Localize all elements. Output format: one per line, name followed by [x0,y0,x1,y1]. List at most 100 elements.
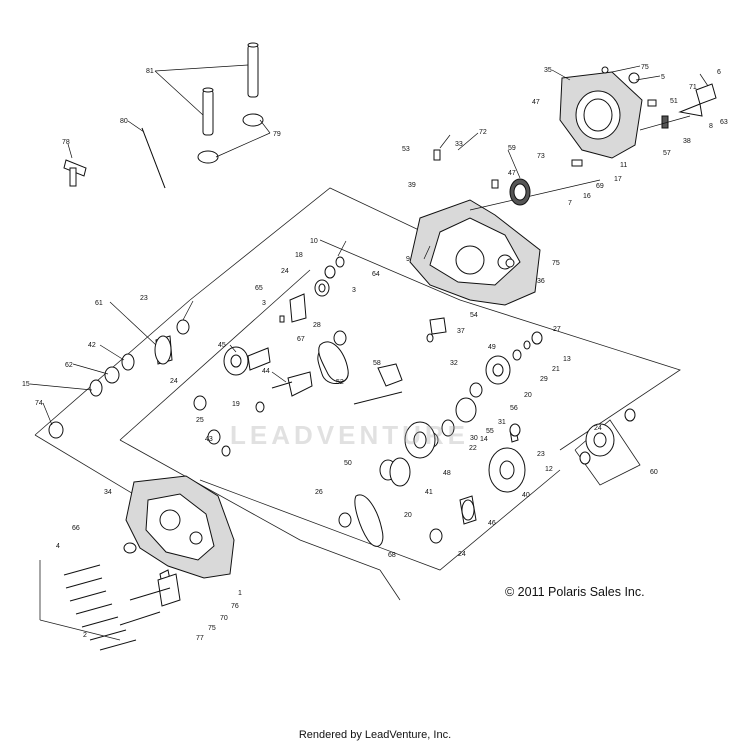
callout-61: 61 [95,300,103,307]
callout-46: 46 [488,520,496,527]
callout-31: 31 [498,419,506,426]
callout-47: 47 [532,99,540,106]
callout-25: 25 [196,417,204,424]
callout-38: 38 [683,138,691,145]
bolt-set [63,564,171,651]
callout-23: 23 [537,451,545,458]
callout-56: 56 [510,405,518,412]
callout-33: 33 [455,141,463,148]
callout-75: 75 [552,260,560,267]
callout-50: 50 [344,460,352,467]
callout-73: 73 [537,153,545,160]
callout-81: 81 [146,68,154,75]
callout-30: 30 [470,435,478,442]
callout-60: 60 [650,469,658,476]
callout-12: 12 [545,466,553,473]
callout-26: 26 [315,489,323,496]
callout-19: 19 [232,401,240,408]
callout-45: 45 [218,342,226,349]
callout-24: 24 [281,268,289,275]
callout-57: 57 [663,150,671,157]
callout-78: 78 [62,139,70,146]
callout-42: 42 [88,342,96,349]
callout-17: 17 [614,176,622,183]
callout-65: 65 [255,285,263,292]
callout-75: 75 [208,625,216,632]
callout-71: 71 [689,84,697,91]
callout-72: 72 [479,129,487,136]
callout-74: 74 [35,400,43,407]
callout-14: 14 [480,436,488,443]
rear-cover [559,66,717,159]
hose-group [63,42,264,189]
callout-40: 40 [522,492,530,499]
assembly-frame [34,187,681,641]
callout-70: 70 [220,615,228,622]
callout-3: 3 [352,287,356,294]
callout-75: 75 [641,64,649,71]
drive-belts [318,341,384,547]
callout-49: 49 [488,344,496,351]
front-case [123,475,235,607]
callout-20: 20 [404,512,412,519]
callout-24: 24 [170,378,178,385]
callout-43: 43 [205,436,213,443]
callout-10: 10 [310,238,318,245]
callout-23: 23 [140,295,148,302]
callout-8: 8 [709,123,713,130]
callout-55: 55 [486,428,494,435]
callout-22: 22 [469,445,477,452]
callout-77: 77 [196,635,204,642]
callout-64: 64 [372,271,380,278]
copyright-notice: © 2011 Polaris Sales Inc. [505,585,645,599]
callout-4: 4 [56,543,60,550]
callout-13: 13 [563,356,571,363]
callout-80: 80 [120,118,128,125]
callout-34: 34 [104,489,112,496]
callout-35: 35 [544,67,552,74]
callout-76: 76 [231,603,239,610]
callout-5: 5 [661,74,665,81]
callout-44: 44 [262,368,270,375]
callout-48: 48 [443,470,451,477]
callout-16: 16 [583,193,591,200]
callout-labels: 81 80 79 78 35 75 5 6 47 71 51 8 63 38 5… [22,64,728,642]
callout-62: 62 [65,362,73,369]
callout-79: 79 [273,131,281,138]
callout-63: 63 [720,119,728,126]
callout-59: 59 [508,145,516,152]
callout-51: 51 [670,98,678,105]
leader-lines [29,64,709,426]
callout-66: 66 [72,525,80,532]
callout-29: 29 [540,376,548,383]
callout-53: 53 [402,146,410,153]
callout-52: 52 [336,379,344,386]
callout-36: 36 [537,278,545,285]
callout-1: 1 [238,590,242,597]
callout-15: 15 [22,381,30,388]
callout-2: 2 [83,632,87,639]
watermark: LEADVENTURE [230,420,470,450]
callout-41: 41 [425,489,433,496]
callout-37: 37 [457,328,465,335]
callout-11: 11 [620,162,627,169]
callout-47: 47 [508,170,516,177]
callout-7: 7 [568,200,572,207]
callout-67: 67 [297,336,305,343]
main-gear-case [409,149,601,306]
callout-20: 20 [524,392,532,399]
callout-58: 58 [373,360,381,367]
callout-28: 28 [313,322,321,329]
callout-24: 24 [458,551,466,558]
callout-3: 3 [262,300,266,307]
footer-credit: Rendered by LeadVenture, Inc. [298,729,452,741]
callout-24: 24 [594,425,602,432]
callout-27: 27 [553,326,561,333]
callout-9: 9 [406,256,410,263]
callout-68: 68 [388,552,396,559]
callout-39: 39 [408,182,416,189]
callout-21: 21 [552,366,560,373]
gear-train [48,256,636,544]
callout-54: 54 [470,312,478,319]
